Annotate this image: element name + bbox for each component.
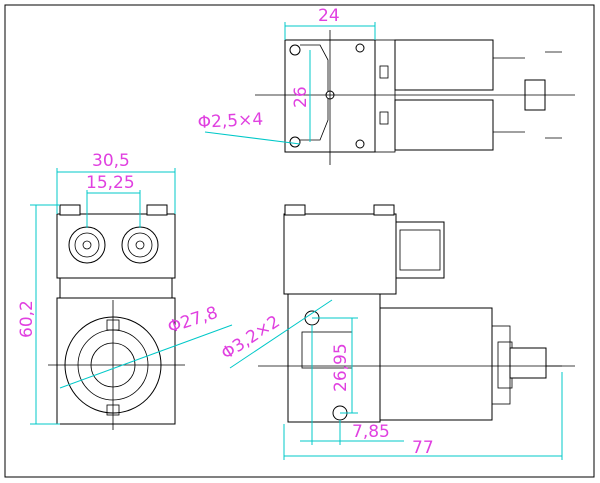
dim-front-height: 60,2 [17,204,60,425]
dim-label-hole-diameter: Φ2,5×4 [197,110,263,133]
dim-side-hole-spacing: 26,95 [312,317,358,414]
side-view [258,204,575,423]
dim-side-hole-offset: 7,85 [300,325,404,445]
top-view [255,30,575,165]
dim-label-side-hole-spacing: 26,95 [331,343,351,392]
dim-top-width: 24 [284,6,376,40]
dim-label-side-hole-diameter: Φ3,2×2 [218,312,284,364]
dim-label-front-width: 30,5 [92,151,130,171]
dim-front-width: 30,5 [56,151,176,214]
dim-front-port-spacing: 15,25 [86,173,141,228]
dim-top-height: 26 [291,50,311,142]
dim-overall-length: 77 [283,372,563,460]
dim-label-front-port-spacing: 15,25 [86,173,135,193]
dim-hole-diameter: Φ2,5×4 [197,110,301,145]
dim-label-top-width: 24 [318,6,340,26]
dim-label-top-height: 26 [291,86,311,108]
dim-label-side-hole-offset: 7,85 [352,422,390,442]
dim-label-front-height: 60,2 [17,300,37,338]
front-view [48,204,185,430]
drawing-frame [4,4,595,478]
dim-label-overall-length: 77 [412,438,434,458]
